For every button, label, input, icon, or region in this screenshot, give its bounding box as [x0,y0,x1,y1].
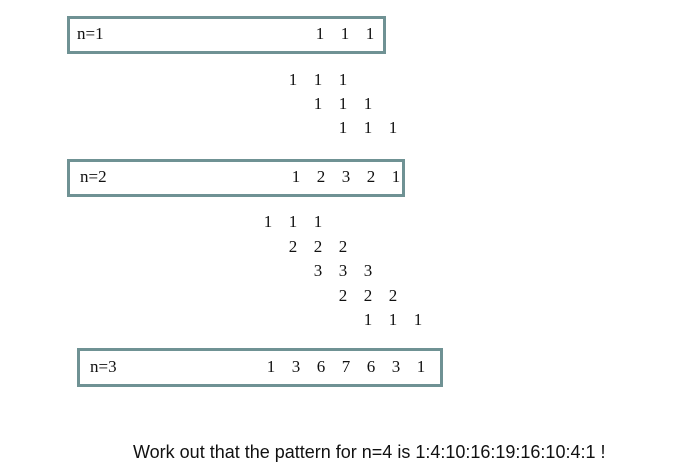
n2-row3-0: 2 [338,286,348,305]
n3-label: n=3 [90,357,117,376]
n3-summary-0: 1 [266,357,276,376]
n1-row2-2: 1 [388,118,398,137]
n2-summary-1: 2 [316,167,326,186]
n2-row1-1: 2 [313,237,323,256]
n3-summary-1: 3 [291,357,301,376]
n2-row4-2: 1 [413,310,423,329]
n1-summary-0: 1 [315,24,325,43]
n2-row3-2: 2 [388,286,398,305]
n3-summary-2: 6 [316,357,326,376]
n1-row0-1: 1 [313,70,323,89]
n2-row2-2: 3 [363,261,373,280]
n2-row4-1: 1 [388,310,398,329]
n3-summary-3: 7 [341,357,351,376]
n2-summary-0: 1 [291,167,301,186]
n2-summary-3: 2 [366,167,376,186]
n1-row0-2: 1 [338,70,348,89]
n3-summary-5: 3 [391,357,401,376]
n1-row0-0: 1 [288,70,298,89]
n2-row1-2: 2 [338,237,348,256]
n1-row1-2: 1 [363,94,373,113]
n1-summary-2: 1 [365,24,375,43]
n1-row1-0: 1 [313,94,323,113]
n3-summary-4: 6 [366,357,376,376]
n1-row2-0: 1 [338,118,348,137]
n2-row0-0: 1 [263,212,273,231]
n3-summary-6: 1 [416,357,426,376]
n2-row1-0: 2 [288,237,298,256]
n1-label: n=1 [77,24,104,43]
n2-row2-1: 3 [338,261,348,280]
n2-summary-4: 1 [391,167,401,186]
n2-label: n=2 [80,167,107,186]
n2-row3-1: 2 [363,286,373,305]
n2-box: n=2 1 2 3 2 1 [67,159,405,197]
pattern-caption: Work out that the pattern for n=4 is 1:4… [133,442,606,462]
n1-box: n=1 1 1 1 [67,16,386,54]
n2-summary-2: 3 [341,167,351,186]
n3-box: n=3 1 3 6 7 6 3 1 [77,348,443,387]
n2-row4-0: 1 [363,310,373,329]
n1-row1-1: 1 [338,94,348,113]
n2-row0-2: 1 [313,212,323,231]
n2-row0-1: 1 [288,212,298,231]
n1-summary-1: 1 [340,24,350,43]
n2-row2-0: 3 [313,261,323,280]
n1-row2-1: 1 [363,118,373,137]
